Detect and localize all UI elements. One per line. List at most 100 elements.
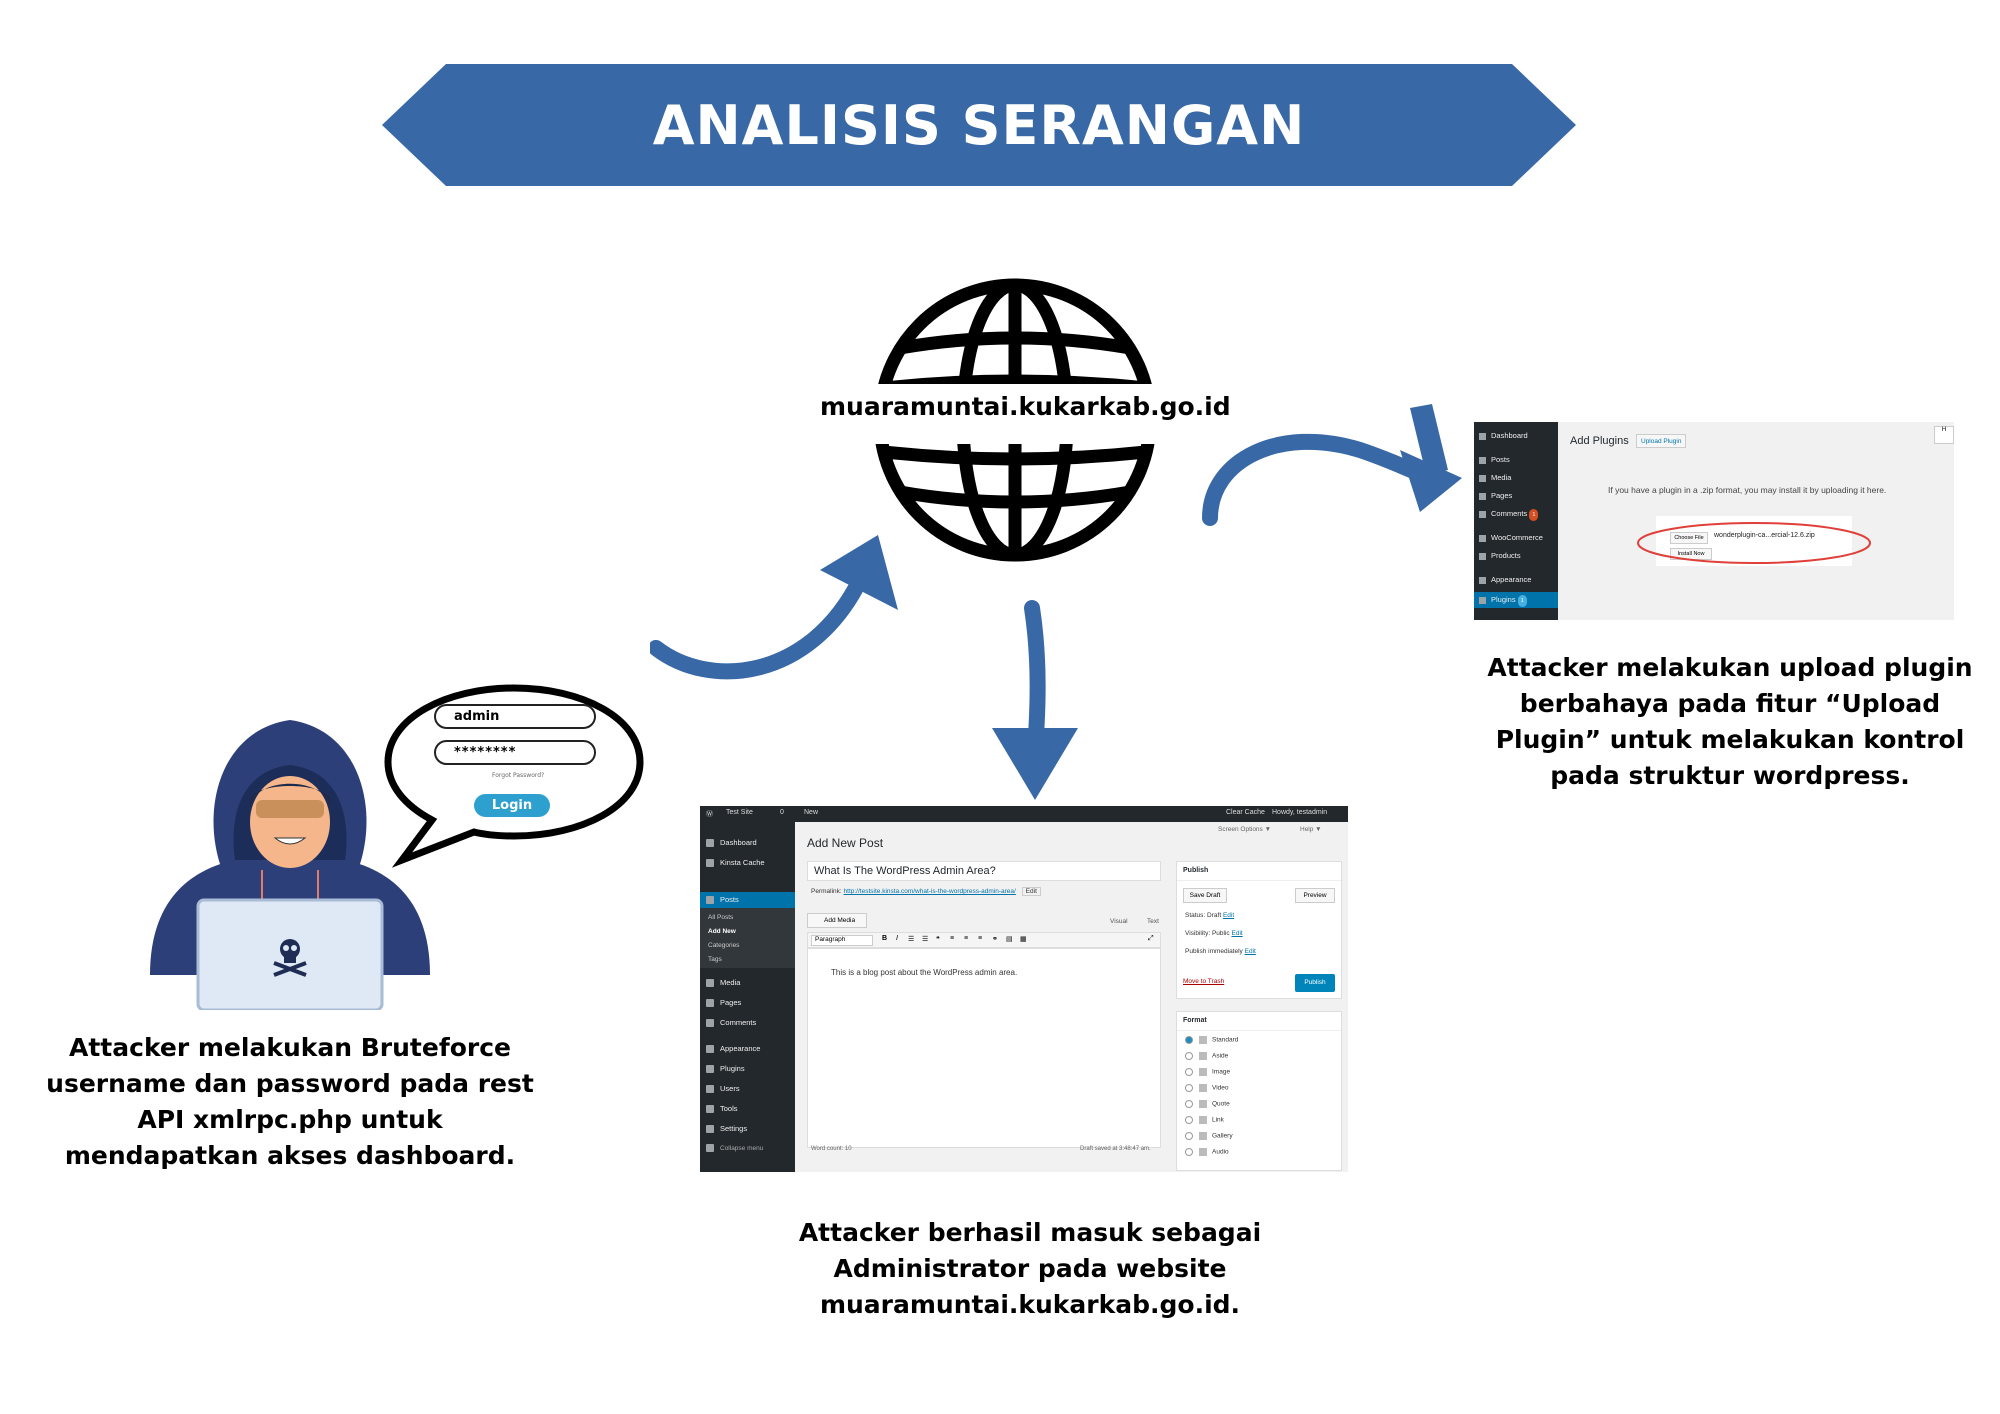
arrow-to-globe bbox=[650, 535, 898, 680]
save-draft-button[interactable]: Save Draft bbox=[1183, 888, 1227, 903]
sidebar-item-dashboard[interactable]: Dashboard bbox=[1479, 430, 1557, 442]
tab-visual[interactable]: Visual bbox=[1110, 918, 1128, 925]
sidebar-item-posts[interactable]: Posts bbox=[706, 893, 791, 907]
comments-count[interactable]: 0 bbox=[780, 809, 784, 816]
choose-file-button[interactable]: Choose File bbox=[1670, 532, 1708, 544]
caption-bruteforce: Attacker melakukan Bruteforce username d… bbox=[46, 1033, 534, 1170]
format-option-gallery[interactable]: Gallery bbox=[1185, 1132, 1233, 1140]
publish-time-edit-link[interactable]: Edit bbox=[1244, 948, 1256, 955]
permalink-row: Permalink: http://testsite.kinsta.com/wh… bbox=[811, 887, 1041, 896]
caption-plugin-upload: Attacker melakukan upload plugin berbaha… bbox=[1487, 653, 1973, 790]
link-icon[interactable]: ⚭ bbox=[992, 936, 998, 943]
sidebar-item-appearance[interactable]: Appearance bbox=[1479, 574, 1557, 586]
forgot-password-link[interactable]: Forgot Password? bbox=[492, 772, 545, 779]
publish-time: Publish immediately Edit bbox=[1185, 948, 1256, 955]
submenu-all-posts[interactable]: All Posts bbox=[708, 914, 734, 921]
publish-box: Publish Save Draft Preview Status: Draft… bbox=[1176, 861, 1342, 999]
permalink-label: Permalink: bbox=[811, 888, 842, 895]
admin-bar: Ⓦ Test Site 0 New Clear Cache Howdy, tes… bbox=[700, 806, 1348, 822]
sidebar-item-appearance[interactable]: Appearance bbox=[706, 1042, 791, 1056]
sidebar-item-posts[interactable]: Posts bbox=[1479, 454, 1557, 466]
format-option-video[interactable]: Video bbox=[1185, 1084, 1229, 1092]
draft-saved-status: Draft saved at 3:48:47 am. bbox=[1080, 1146, 1151, 1152]
sidebar-active-highlight bbox=[1474, 592, 1558, 608]
username-field[interactable]: admin bbox=[434, 704, 596, 729]
screen-options-button[interactable]: Screen Options ▼ bbox=[1218, 826, 1272, 833]
sidebar-item-settings[interactable]: Settings bbox=[706, 1122, 791, 1136]
submenu-tags[interactable]: Tags bbox=[708, 956, 722, 963]
tab-text[interactable]: Text bbox=[1147, 918, 1159, 925]
format-option-standard[interactable]: Standard bbox=[1185, 1036, 1238, 1044]
help-tab[interactable]: H bbox=[1934, 426, 1954, 444]
sidebar-item-plugins[interactable]: Plugins bbox=[706, 1062, 791, 1076]
sidebar-item-comments[interactable]: Comments bbox=[706, 1016, 791, 1030]
format-heading: Format bbox=[1183, 1017, 1207, 1024]
align-right-icon[interactable]: ≡ bbox=[978, 935, 983, 942]
numbered-list-icon[interactable]: ☰ bbox=[922, 936, 929, 943]
format-option-quote[interactable]: Quote bbox=[1185, 1100, 1230, 1108]
sidebar-item-tools[interactable]: Tools bbox=[706, 1102, 791, 1116]
arrow-to-plugin bbox=[1202, 404, 1462, 526]
sidebar-item-plugins[interactable]: Plugins 1 bbox=[1479, 594, 1557, 607]
format-option-image[interactable]: Image bbox=[1185, 1068, 1230, 1076]
sidebar-item-woocommerce[interactable]: WooCommerce bbox=[1479, 532, 1557, 544]
format-option-audio[interactable]: Audio bbox=[1185, 1148, 1229, 1156]
posts-submenu: All Posts Add New Categories Tags bbox=[700, 908, 795, 968]
format-option-link[interactable]: Link bbox=[1185, 1116, 1224, 1124]
login-button[interactable]: Login bbox=[474, 794, 550, 817]
sidebar-item-users[interactable]: Users bbox=[706, 1082, 791, 1096]
submenu-add-new[interactable]: Add New bbox=[708, 928, 736, 935]
password-field[interactable]: ******** bbox=[434, 740, 596, 765]
toolbar-toggle-icon[interactable]: ▦ bbox=[1020, 936, 1027, 943]
upload-plugin-button[interactable]: Upload Plugin bbox=[1636, 434, 1687, 448]
sidebar-item-kinsta-cache[interactable]: Kinsta Cache bbox=[706, 856, 791, 870]
permalink-url[interactable]: http://testsite.kinsta.com/what-is-the-w… bbox=[843, 888, 1016, 895]
post-title-input[interactable]: What Is The WordPress Admin Area? bbox=[807, 861, 1161, 881]
content-editor[interactable] bbox=[807, 948, 1161, 1148]
permalink-edit-button[interactable]: Edit bbox=[1021, 887, 1041, 896]
add-plugins-title: Add Plugins bbox=[1570, 435, 1629, 447]
sidebar-item-products[interactable]: Products bbox=[1479, 550, 1557, 562]
sidebar-item-pages[interactable]: Pages bbox=[1479, 490, 1557, 502]
wordpress-plugin-upload-screenshot: Dashboard Posts Media Pages Comments 1 W… bbox=[1474, 422, 1954, 620]
fullscreen-icon[interactable]: ⤢ bbox=[1148, 935, 1154, 942]
help-button[interactable]: Help ▼ bbox=[1300, 826, 1322, 833]
status-edit-link[interactable]: Edit bbox=[1222, 912, 1235, 919]
title-banner bbox=[382, 64, 1576, 186]
post-visibility: Visibility: Public Edit bbox=[1185, 930, 1243, 937]
howdy-user[interactable]: Howdy, testadmin bbox=[1272, 809, 1328, 816]
plugins-badge: 1 bbox=[1517, 595, 1527, 607]
selected-file-name: wonderplugin-ca...ercial-12.6.zip bbox=[1714, 532, 1815, 539]
publish-button[interactable]: Publish bbox=[1295, 974, 1335, 992]
wordpress-logo-icon: Ⓦ bbox=[706, 811, 713, 818]
add-media-button[interactable]: Add Media bbox=[807, 913, 867, 928]
move-to-trash-link[interactable]: Move to Trash bbox=[1183, 978, 1225, 985]
site-name[interactable]: Test Site bbox=[726, 809, 753, 816]
sidebar-item-dashboard[interactable]: Dashboard bbox=[706, 836, 791, 850]
sidebar-item-media[interactable]: Media bbox=[1479, 472, 1557, 484]
bold-icon[interactable]: B bbox=[882, 935, 888, 942]
editor-toolbar: Paragraph B I ☰ ☰ ❝ ≡ ≡ ≡ ⚭ ▤ ▦ ⤢ bbox=[807, 932, 1161, 948]
visibility-edit-link[interactable]: Edit bbox=[1231, 930, 1243, 937]
sidebar-item-pages[interactable]: Pages bbox=[706, 996, 791, 1010]
new-link[interactable]: New bbox=[804, 809, 819, 816]
clear-cache-link[interactable]: Clear Cache bbox=[1226, 809, 1265, 816]
publish-heading: Publish bbox=[1183, 867, 1209, 874]
paragraph-select[interactable]: Paragraph bbox=[811, 935, 873, 946]
read-more-icon[interactable]: ▤ bbox=[1006, 936, 1013, 943]
submenu-categories[interactable]: Categories bbox=[708, 942, 740, 949]
align-center-icon[interactable]: ≡ bbox=[964, 935, 969, 942]
preview-button[interactable]: Preview bbox=[1295, 888, 1335, 903]
format-option-aside[interactable]: Aside bbox=[1185, 1052, 1228, 1060]
arrow-to-dashboard bbox=[992, 600, 1078, 800]
admin-sidebar: All Posts Add New Categories Tags Dashbo… bbox=[700, 822, 795, 1172]
page-title: ANALISIS SERANGAN bbox=[652, 93, 1306, 157]
align-left-icon[interactable]: ≡ bbox=[950, 935, 955, 942]
bullet-list-icon[interactable]: ☰ bbox=[908, 936, 915, 943]
login-speech-bubble: admin ******** Forgot Password? Login bbox=[382, 680, 647, 880]
sidebar-item-comments[interactable]: Comments 1 bbox=[1479, 508, 1557, 521]
quote-icon[interactable]: ❝ bbox=[936, 936, 940, 943]
italic-icon[interactable]: I bbox=[896, 935, 898, 942]
sidebar-collapse-menu[interactable]: Collapse menu bbox=[706, 1142, 791, 1156]
sidebar-item-media[interactable]: Media bbox=[706, 976, 791, 990]
